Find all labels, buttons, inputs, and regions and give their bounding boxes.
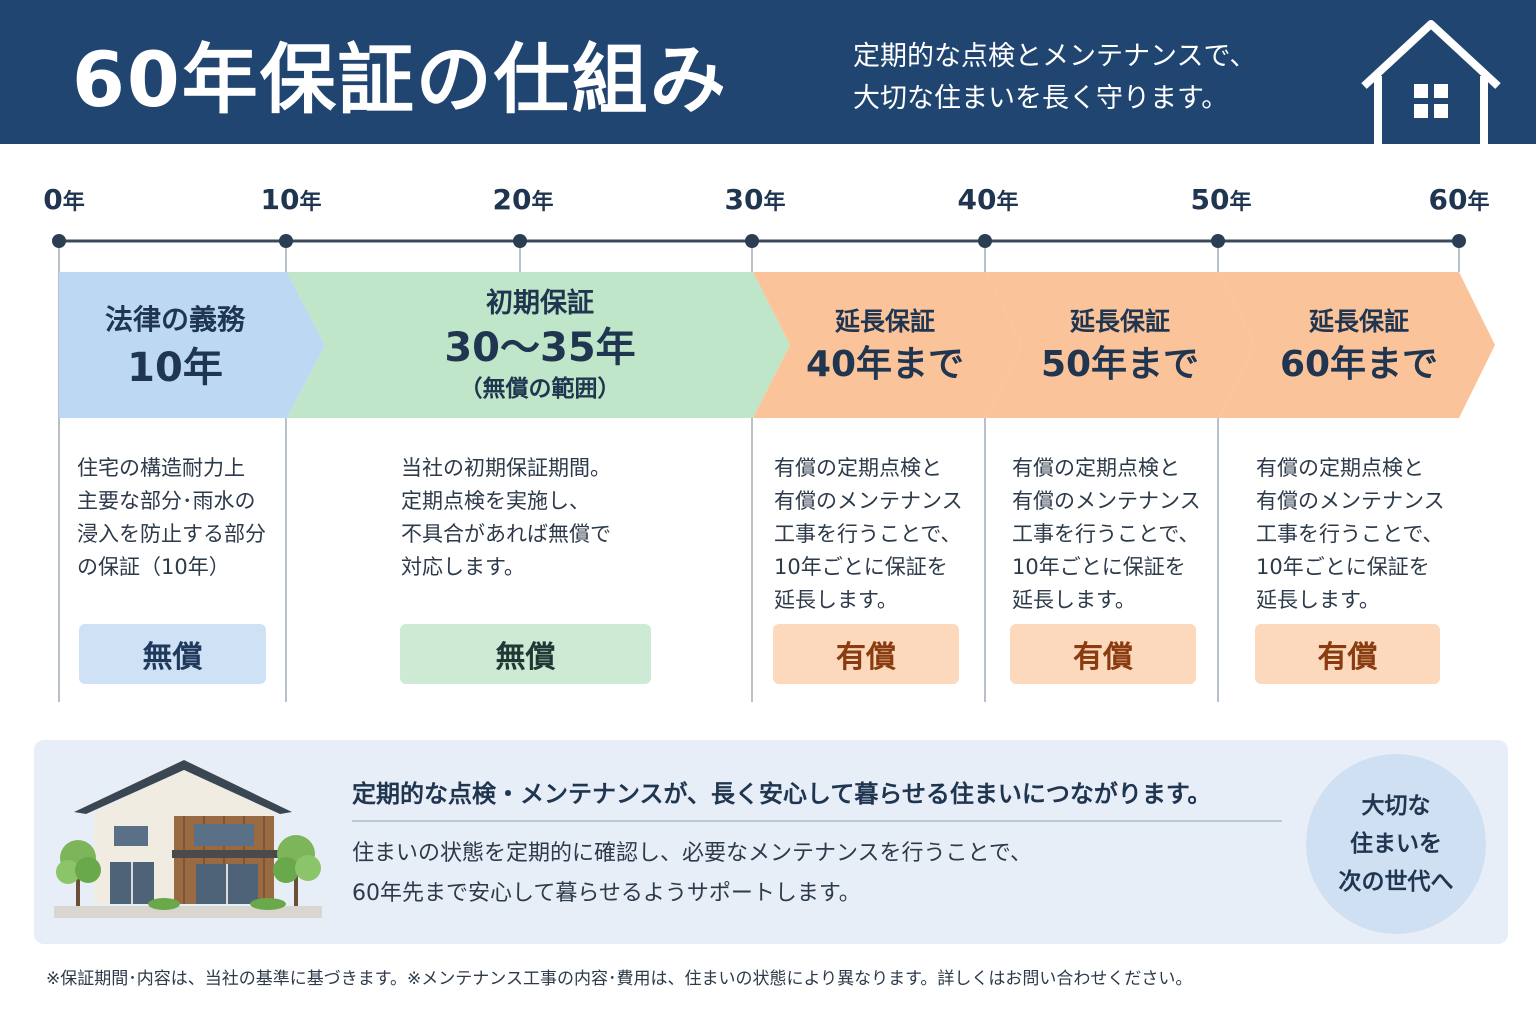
cost-badge-initial: 無償 — [400, 624, 651, 684]
desc-initial: 当社の初期保証期間。 定期点検を実施し、 不具合があれば無償で 対応します。 — [401, 456, 611, 579]
tick-dot-50 — [1211, 234, 1225, 248]
tick-dot-20 — [513, 234, 527, 248]
subtitle-line-1: 定期的な点検とメンテナンスで、 — [853, 41, 1257, 72]
band-ext40-label: 延長保証 40年まで — [805, 307, 965, 385]
tick-dot-30 — [745, 234, 759, 248]
band-initial-label: 初期保証 30～35年 （無償の範囲） — [444, 288, 636, 402]
panel-heading: 定期的な点検・メンテナンスが、長く安心して暮らせる住まいにつながります。 — [352, 780, 1212, 808]
next-generation-badge: 大切な 住まいを 次の世代へ — [1306, 754, 1486, 934]
band-initial-arrow — [287, 272, 790, 418]
footnote: ※保証期間･内容は、当社の基準に基づきます。※メンテナンス工事の内容･費用は、住… — [46, 969, 1193, 989]
house-icon — [1361, 20, 1501, 144]
year-label-10: 10年 — [260, 183, 322, 216]
panel-divider — [352, 820, 1282, 822]
year-label-20: 20年 — [492, 183, 554, 216]
desc-legal: 住宅の構造耐力上 主要な部分･雨水の 浸入を防止する部分 の保証（10年） — [77, 456, 266, 579]
cost-badge-ext40: 有償 — [773, 624, 959, 684]
year-label-0: 0年 — [43, 183, 85, 216]
year-label-40: 40年 — [957, 183, 1019, 216]
band-ext40-arrow — [753, 272, 1022, 418]
panel-body: 住まいの状態を定期的に確認し、必要なメンテナンスを行うことで、 60年先まで安心… — [352, 841, 1033, 906]
year-label-30: 30年 — [724, 183, 786, 216]
band-legal-arrow — [59, 272, 325, 418]
tick-dot-40 — [978, 234, 992, 248]
band-ext50-arrow — [986, 272, 1255, 418]
page-title: 60年保証の仕組み — [72, 35, 728, 124]
tick-dot-60 — [1452, 234, 1466, 248]
header-banner — [0, 0, 1536, 144]
tick-dot-10 — [279, 234, 293, 248]
band-ext60-arrow — [1219, 272, 1495, 418]
next-generation-text: 大切な 住まいを 次の世代へ — [1338, 793, 1454, 895]
band-ext50-label: 延長保証 50年まで — [1040, 307, 1200, 385]
band-legal-label: 法律の義務 10年 — [104, 303, 246, 391]
cost-badge-ext60: 有償 — [1255, 624, 1440, 684]
subtitle-line-2: 大切な住まいを長く守ります。 — [853, 83, 1229, 114]
timeline-graphic — [52, 234, 1495, 702]
house-illustration — [54, 760, 322, 918]
band-ext60-label: 延長保証 60年まで — [1279, 307, 1439, 385]
tick-dot-0 — [52, 234, 66, 248]
cost-badge-legal: 無償 — [79, 624, 266, 684]
cost-badge-ext50: 有償 — [1010, 624, 1196, 684]
desc-ext40: 有償の定期点検と 有償のメンテナンス 工事を行うことで、 10年ごとに保証を 延… — [774, 456, 963, 612]
year-label-50: 50年 — [1190, 183, 1252, 216]
page-subtitle: 定期的な点検とメンテナンスで、 大切な住まいを長く守ります。 — [853, 36, 1256, 120]
desc-ext50: 有償の定期点検と 有償のメンテナンス 工事を行うことで、 10年ごとに保証を 延… — [1012, 456, 1201, 612]
year-label-60: 60年 — [1428, 183, 1490, 216]
desc-ext60: 有償の定期点検と 有償のメンテナンス 工事を行うことで、 10年ごとに保証を 延… — [1256, 456, 1445, 612]
